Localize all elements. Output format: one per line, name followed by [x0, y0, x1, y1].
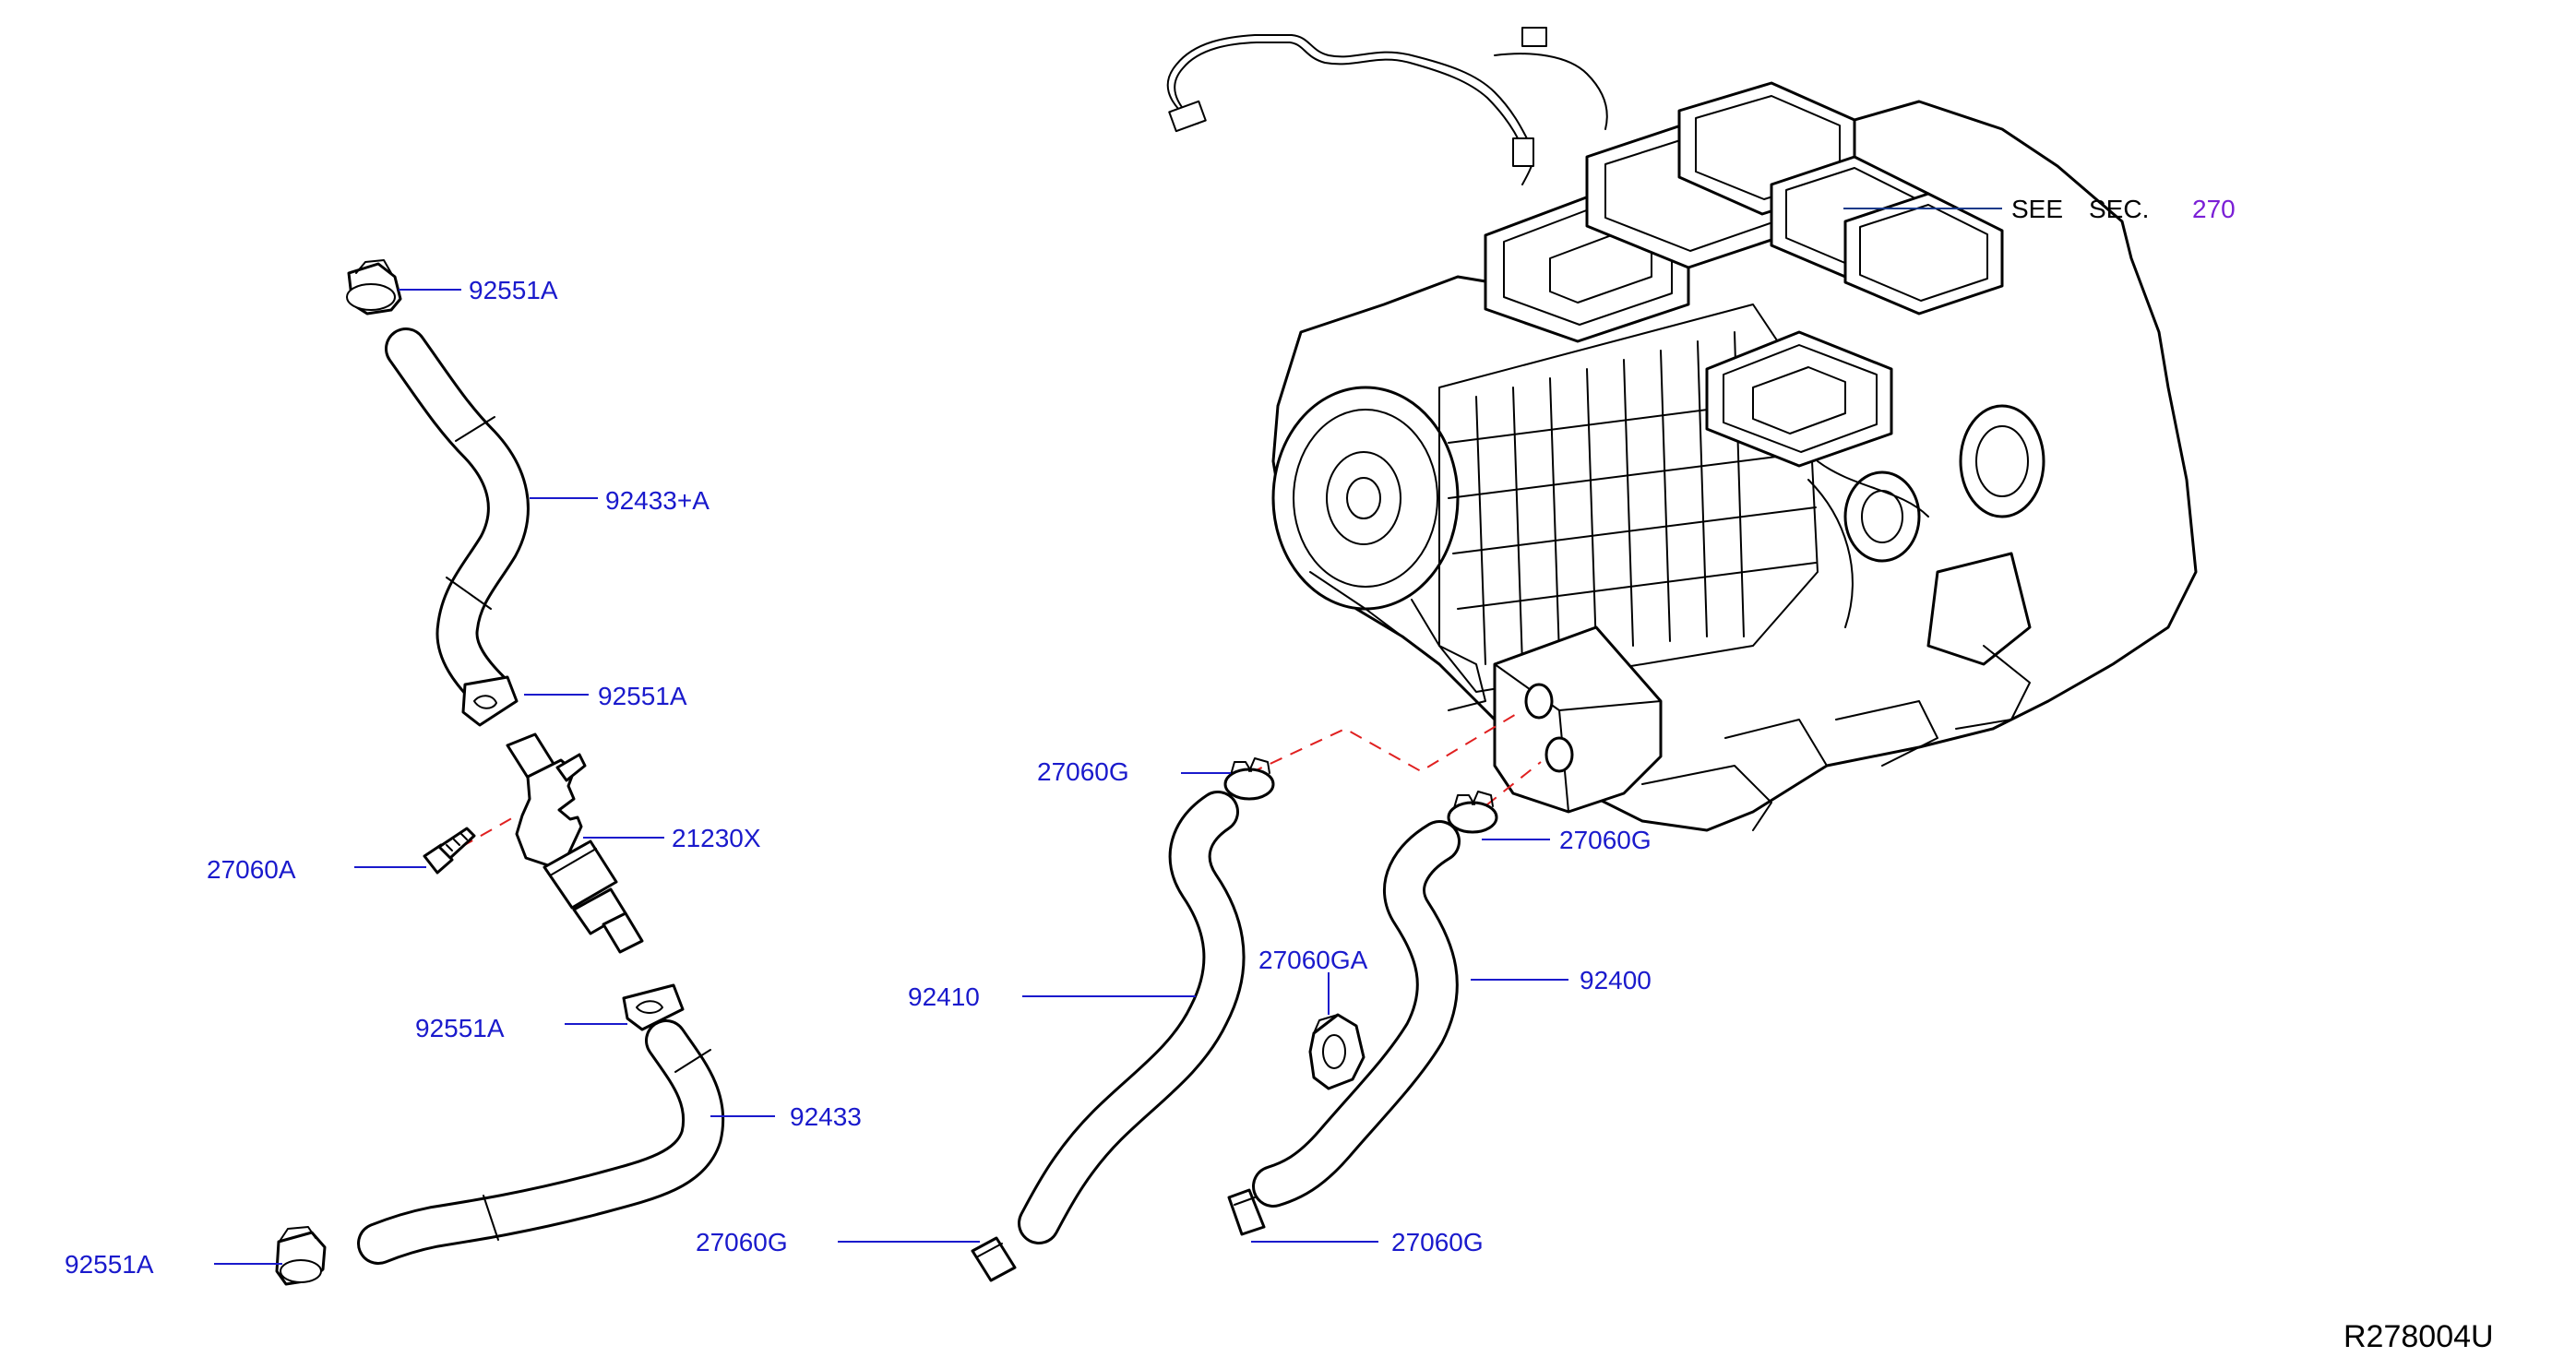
callout-92433-plus-a: 92433+A	[605, 486, 710, 515]
callout-27060g-left-top: 27060G	[1037, 757, 1129, 786]
callout-27060g-left-bottom: 27060G	[696, 1228, 788, 1256]
connection-lines	[460, 709, 1542, 848]
clamp-92551a-lower	[622, 983, 685, 1031]
hose-92433	[357, 1019, 725, 1265]
callout-21230x: 21230X	[672, 824, 761, 852]
callout-27060g-right-bottom: 27060G	[1391, 1228, 1484, 1256]
callout-27060g-right-top: 27060G	[1559, 826, 1652, 854]
clamp-27060g-right-bottom	[1227, 1188, 1266, 1236]
callout-92433: 92433	[790, 1102, 862, 1131]
bracket-27060ga	[1308, 1013, 1366, 1090]
callout-27060ga: 27060GA	[1258, 946, 1368, 974]
valve-21230x	[506, 732, 644, 954]
clamp-27060g-left-bottom	[971, 1236, 1017, 1282]
callout-labels: 92551A 92433+A 92551A 21230X 27060A 9255…	[65, 195, 2494, 1354]
callout-92551a-top: 92551A	[469, 276, 558, 304]
diagram-id: R278004U	[2343, 1319, 2494, 1354]
hose-92410	[1018, 791, 1246, 1244]
callout-27060a: 27060A	[207, 855, 296, 884]
callout-92551a-lower: 92551A	[415, 1014, 505, 1042]
bolt-27060a	[423, 827, 476, 875]
see-label: SEE	[2011, 195, 2063, 223]
leader-lines	[214, 208, 2002, 1265]
clamp-92551a-mid	[461, 675, 519, 727]
clamp-27060g-left-top	[1223, 757, 1275, 801]
clamp-92551a-bottom	[275, 1226, 327, 1286]
hose-92400	[1252, 820, 1461, 1208]
section-link-270[interactable]: 270	[2192, 195, 2236, 223]
clamp-27060g-right-top	[1447, 791, 1498, 834]
callout-92400: 92400	[1580, 966, 1652, 994]
callout-92551a-bottom: 92551A	[65, 1250, 154, 1279]
callout-92551a-mid: 92551A	[598, 682, 687, 710]
heater-unit-assembly	[1166, 27, 2198, 832]
clamp-92551a-top	[346, 259, 402, 315]
callout-92410: 92410	[908, 982, 980, 1011]
sec-label: SEC.	[2089, 195, 2149, 223]
hose-92433-plus-a	[385, 327, 530, 711]
